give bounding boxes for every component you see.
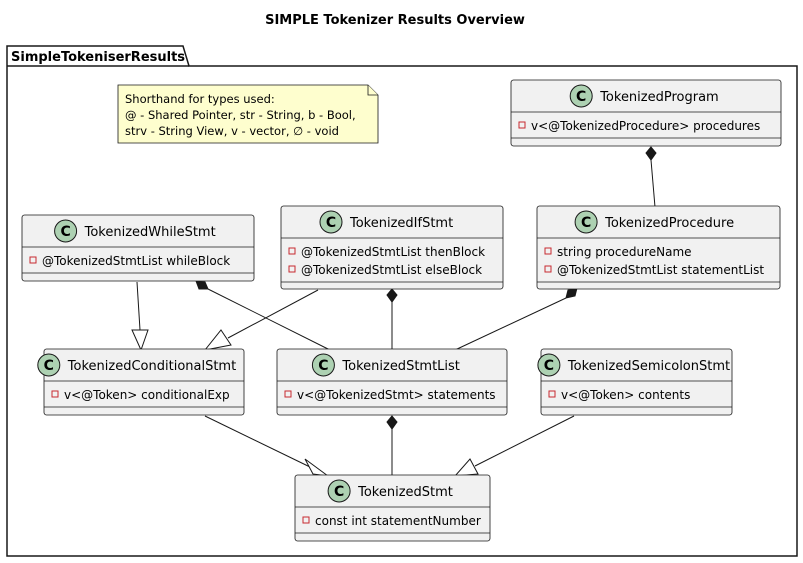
- class-icon-letter: C: [326, 215, 336, 231]
- class-tokenized-stmt-list: C TokenizedStmtList v<@TokenizedStmt> stat…: [276, 348, 508, 416]
- relations: [131, 146, 657, 477]
- package-simple-tokeniser-results: SimpleTokeniserResults: [6, 45, 798, 557]
- class-icon-letter: C: [334, 484, 344, 500]
- class-tokenized-procedure: C TokenizedProcedure string procedureName @…: [536, 205, 781, 290]
- private-visibility-icon: [29, 256, 37, 264]
- note-line: Shorthand for types used:: [125, 92, 275, 106]
- class-icon: [54, 219, 78, 243]
- legend-note: Shorthand for types used: @ - Shared Poi…: [117, 84, 379, 144]
- class-box: [536, 205, 781, 290]
- class-tokenized-stmt: C TokenizedStmt const int statementNumber: [294, 474, 491, 542]
- note-fold: [367, 85, 378, 96]
- class-attribute: const int statementNumber: [315, 514, 481, 528]
- diagram-title: SIMPLE Tokenizer Results Overview: [265, 13, 525, 28]
- private-visibility-icon: [548, 390, 556, 398]
- inheritance-arrow: [304, 458, 329, 477]
- inheritance-arrow: [453, 458, 479, 477]
- class-tokenized-if-stmt: C TokenizedIfStmt @TokenizedStmtList thenB…: [280, 205, 504, 290]
- class-icon: [574, 210, 598, 234]
- class-name: TokenizedIfStmt: [349, 216, 453, 231]
- class-name: TokenizedProgram: [599, 90, 719, 105]
- class-name: TokenizedProcedure: [604, 216, 734, 231]
- class-icon: [569, 84, 593, 108]
- class-attribute: v<@Token> contents: [561, 388, 690, 402]
- class-icon: [37, 353, 61, 377]
- class-tokenized-while-stmt: C TokenizedWhileStmt @TokenizedStmtList wh…: [21, 214, 255, 282]
- class-icon-letter: C: [44, 358, 54, 374]
- class-name: TokenizedConditionalStmt: [67, 359, 236, 374]
- inheritance-arrow: [203, 329, 232, 351]
- class-icon: [319, 210, 343, 234]
- note-line: strv - String View, v - vector, ∅ - void: [125, 124, 339, 138]
- package-name: SimpleTokeniserResults: [11, 50, 185, 65]
- private-visibility-icon: [544, 265, 552, 273]
- class-attribute: @TokenizedStmtList statementList: [557, 263, 764, 277]
- class-attribute: v<@TokenizedStmt> statements: [297, 388, 496, 402]
- class-tokenized-semicolon-stmt: C TokenizedSemicolonStmt v<@Token> content…: [537, 348, 733, 416]
- class-icon-letter: C: [318, 358, 328, 374]
- composition-diamond: [386, 288, 398, 303]
- class-tokenized-conditional-stmt: C TokenizedConditionalStmt v<@Token> condi…: [37, 348, 245, 416]
- relation-while-conditional: [136, 281, 141, 331]
- composition-diamond: [195, 280, 209, 290]
- class-name: TokenizedStmt: [357, 485, 453, 500]
- relation-if-conditional: [227, 289, 319, 339]
- class-attribute: v<@TokenizedProcedure> procedures: [531, 119, 760, 133]
- relation-semicolon-stmt: [474, 415, 575, 467]
- composition-diamond: [386, 415, 398, 430]
- private-visibility-icon: [302, 516, 310, 524]
- relation-procedure-stmtlist: [454, 297, 567, 351]
- relation-while-stmtlist: [207, 288, 331, 351]
- private-visibility-icon: [518, 121, 526, 129]
- private-visibility-icon: [284, 390, 292, 398]
- class-attribute: v<@Token> conditionalExp: [64, 388, 230, 402]
- package-frame: [6, 45, 798, 557]
- relation-program-procedure: [650, 159, 656, 208]
- class-icon-letter: C: [581, 215, 591, 231]
- composition-diamond: [565, 287, 578, 299]
- class-icon-letter: C: [576, 89, 586, 105]
- private-visibility-icon: [51, 390, 59, 398]
- class-attribute: string procedureName: [557, 245, 692, 259]
- class-box: [43, 348, 245, 416]
- class-attribute: @TokenizedStmtList whileBlock: [42, 254, 230, 268]
- note-body: [117, 84, 379, 144]
- class-icon: [311, 353, 335, 377]
- class-box: [540, 348, 733, 416]
- class-icon: [327, 479, 351, 503]
- class-tokenized-program: C TokenizedProgram v<@TokenizedProcedure> …: [510, 79, 782, 147]
- class-icon-letter: C: [60, 224, 70, 240]
- class-attribute: @TokenizedStmtList elseBlock: [301, 263, 482, 277]
- classes: C TokenizedProgram v<@TokenizedProcedure> …: [21, 79, 782, 542]
- inheritance-arrow: [131, 329, 149, 352]
- class-name: TokenizedSemicolonStmt: [567, 359, 730, 374]
- private-visibility-icon: [288, 247, 296, 255]
- class-icon-letter: C: [544, 358, 554, 374]
- class-name: TokenizedWhileStmt: [84, 225, 216, 240]
- class-icon: [537, 353, 561, 377]
- private-visibility-icon: [288, 265, 296, 273]
- class-name: TokenizedStmtList: [341, 359, 460, 374]
- relation-conditional-stmt: [204, 415, 311, 468]
- class-attribute: @TokenizedStmtList thenBlock: [301, 245, 485, 259]
- composition-diamond: [645, 146, 657, 161]
- class-box: [21, 214, 255, 282]
- note-line: @ - Shared Pointer, str - String, b - Bo…: [125, 108, 356, 122]
- private-visibility-icon: [544, 247, 552, 255]
